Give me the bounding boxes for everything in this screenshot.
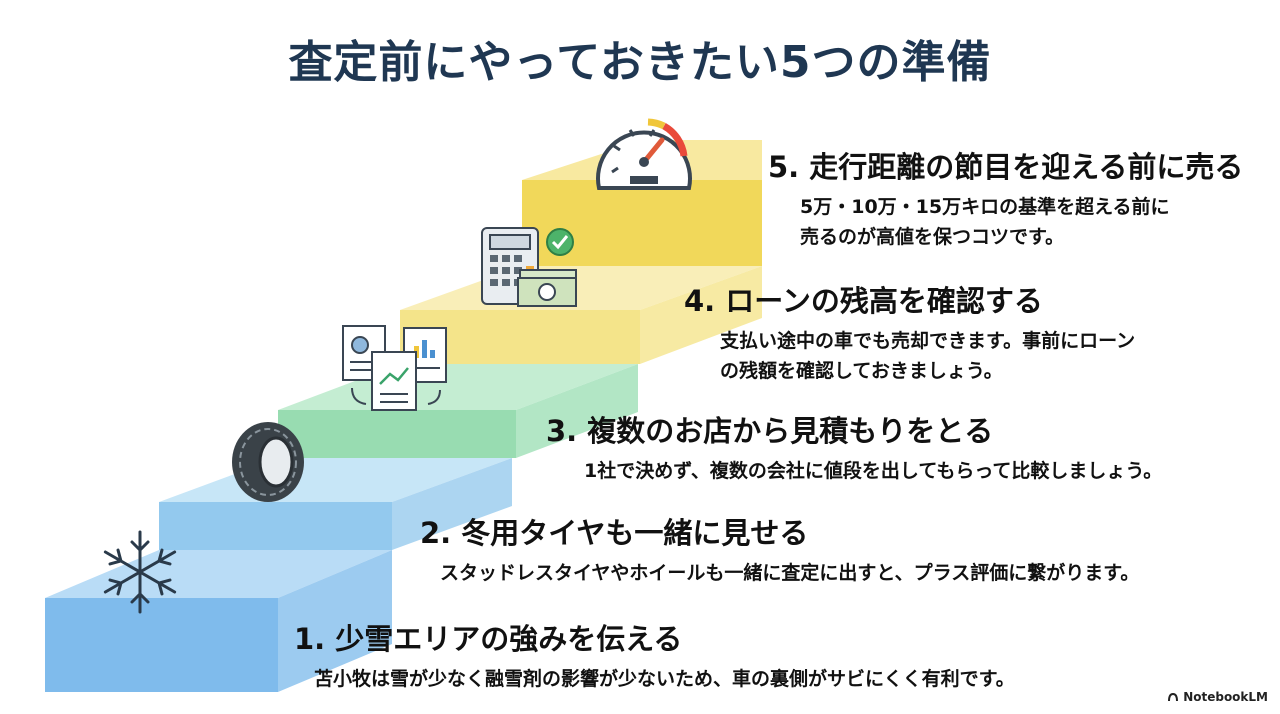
speedometer-icon [596, 118, 692, 190]
step-1-text: 1. 少雪エリアの強みを伝える 苫小牧は雪が少なく融雪剤の影響が少ないため、車の… [294, 616, 1015, 694]
calculator-money-icon [481, 227, 577, 307]
brand-name: NotebookLM [1183, 690, 1268, 704]
step-3-block [278, 364, 638, 458]
snowflake-icon [103, 530, 177, 614]
step-4-description: 支払い途中の車でも売却できます。事前にローン の残額を確認しておきましょう。 [684, 326, 1135, 386]
step-2-text: 2. 冬用タイヤも一緒に見せる スタッドレスタイヤやホイールも一緒に査定に出すと… [420, 510, 1139, 588]
step-2-description-line: スタッドレスタイヤやホイールも一緒に査定に出すと、プラス評価に繋がります。 [440, 562, 1140, 584]
step-4-text: 4. ローンの残高を確認する 支払い途中の車でも売却できます。事前にローン の残… [684, 278, 1135, 386]
step-1-block [45, 550, 392, 692]
step-5-text: 5. 走行距離の節目を迎える前に売る 5万・10万・15万キロの基準を超える前に… [768, 144, 1243, 252]
step-3-heading: 3. 複数のお店から見積もりをとる [546, 414, 994, 448]
step-1-description-line: 苫小牧は雪が少なく融雪剤の影響が少ないため、車の裏側がサビにくく有利です。 [314, 668, 1015, 690]
step-2-heading: 2. 冬用タイヤも一緒に見せる [420, 516, 809, 550]
documents-compare-icon [342, 325, 447, 411]
step-4-description-line: の残額を確認しておきましょう。 [720, 360, 1003, 382]
step-3-description: 1社で決めず、複数の会社に値段を出してもらって比較しましょう。 [546, 456, 1162, 486]
step-4-heading: 4. ローンの残高を確認する [684, 284, 1043, 318]
step-3-description-line: 1社で決めず、複数の会社に値段を出してもらって比較しましょう。 [584, 460, 1163, 482]
step-5-description-line: 5万・10万・15万キロの基準を超える前に [800, 196, 1170, 218]
step-4-description-line: 支払い途中の車でも売却できます。事前にローン [720, 330, 1136, 352]
step-5-description: 5万・10万・15万キロの基準を超える前に 売るのが高値を保つコツです。 [768, 192, 1243, 252]
step-3-text: 3. 複数のお店から見積もりをとる 1社で決めず、複数の会社に値段を出してもらっ… [546, 408, 1162, 486]
page-title: 査定前にやっておきたい5つの準備 [288, 37, 992, 88]
step-2-description: スタッドレスタイヤやホイールも一緒に査定に出すと、プラス評価に繋がります。 [420, 558, 1139, 588]
brand-watermark: NotebookLM [1167, 690, 1268, 704]
notebooklm-logo-icon [1168, 693, 1179, 701]
step-5-description-line: 売るのが高値を保つコツです。 [800, 226, 1065, 248]
step-1-description: 苫小牧は雪が少なく融雪剤の影響が少ないため、車の裏側がサビにくく有利です。 [294, 664, 1015, 694]
step-5-heading: 5. 走行距離の節目を迎える前に売る [768, 150, 1244, 184]
step-1-heading: 1. 少雪エリアの強みを伝える [294, 622, 683, 656]
tire-icon [232, 422, 304, 502]
